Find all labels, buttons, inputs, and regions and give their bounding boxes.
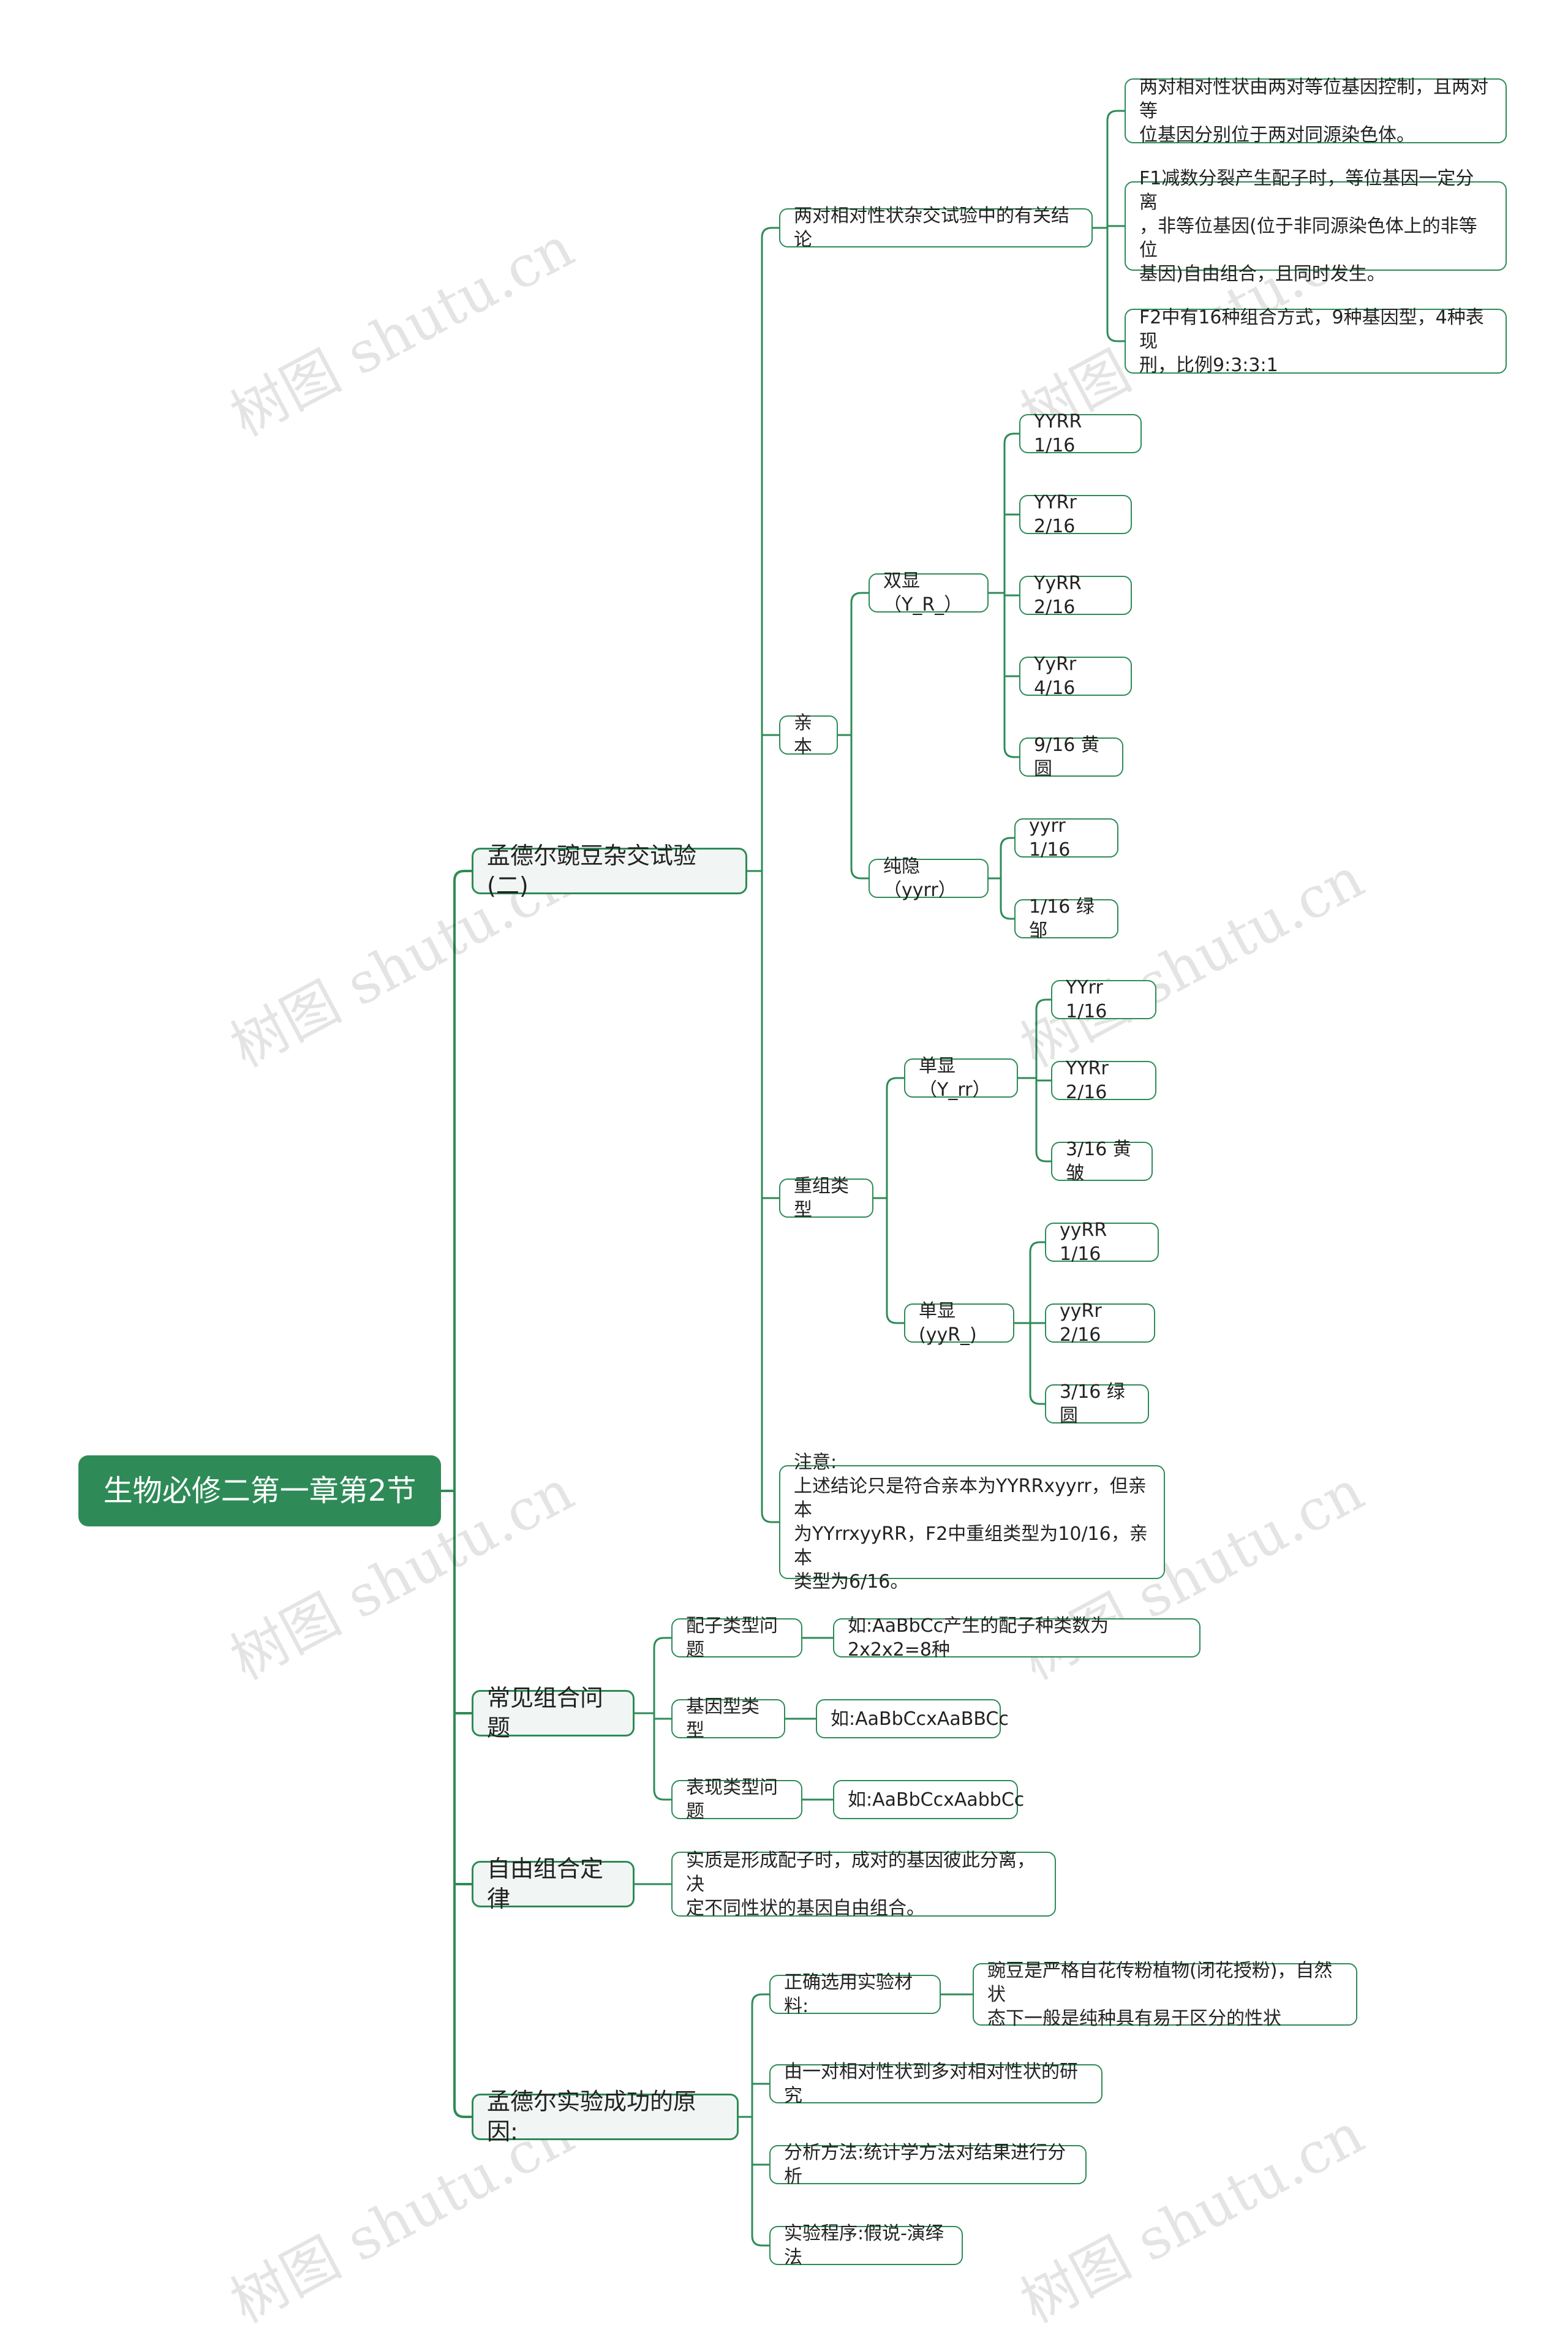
connector-line [737,1993,771,2247]
leaf-example[interactable]: 如:AaBbCc产生的配子种类数为2x2x2=8种 [833,1615,1200,1661]
topic-cross-conclusions[interactable]: 两对相对性状杂交试验中的有关结论 [779,205,1093,251]
leaf-phenotype-ratio[interactable]: 9/16 黄圆 [1019,734,1123,780]
topic-parental[interactable]: 亲本 [779,712,838,758]
connector-line [1013,1241,1046,1405]
connector-line [1091,110,1126,342]
leaf-conclusion-2[interactable]: F1减数分裂产生配子时，等位基因一定分离 ，非等位基因(位于非同源染色体上的非等… [1125,168,1507,285]
leaf-genotype-ratio[interactable]: YYRr 2/16 [1019,492,1132,537]
leaf-genotype-ratio[interactable]: YyRr 4/16 [1019,654,1132,699]
connector-line [1017,998,1052,1163]
connector-line [987,432,1020,758]
topic-single-dominant-r[interactable]: 单显(yyR_) [904,1300,1014,1346]
topic-genotype-types[interactable]: 基因型类型 [671,1696,785,1741]
topic-statistical-method[interactable]: 分析方法:统计学方法对结果进行分析 [769,2142,1087,2187]
topic-double-recessive[interactable]: 纯隐（yyrr） [869,856,989,901]
leaf-pea-description[interactable]: 豌豆是严格自花传粉植物(闭花授粉)，自然状 态下一般是纯种具有易于区分的性状 [973,1960,1357,2029]
leaf-law-essence[interactable]: 实质是形成配子时，成对的基因彼此分离，决 定不同性状的基因自由组合。 [671,1850,1056,1919]
note-block[interactable]: 注意: 上述结论只是符合亲本为YYRRxyyrr，但亲本 为YYrrxyyRR，… [779,1452,1165,1593]
topic-material-choice[interactable]: 正确选用实验材料: [769,1972,941,2017]
connector-line [872,1077,905,1324]
leaf-conclusion-1[interactable]: 两对相对性状由两对等位基因控制，且两对等 位基因分别位于两对同源染色体。 [1125,77,1507,146]
leaf-genotype-ratio[interactable]: YYRR 1/16 [1019,411,1142,456]
leaf-phenotype-ratio[interactable]: 3/16 绿圆 [1045,1381,1149,1427]
topic-gamete-types[interactable]: 配子类型问题 [671,1615,802,1661]
connector-line [440,870,473,2118]
leaf-genotype-ratio[interactable]: yyrr 1/16 [1014,815,1118,861]
leaf-genotype-ratio[interactable]: yyRR 1/16 [1045,1220,1159,1265]
branch-common-combination[interactable]: 常见组合问题 [472,1684,635,1741]
leaf-genotype-ratio[interactable]: yyRr 2/16 [1045,1300,1155,1346]
topic-single-dominant-y[interactable]: 单显（Y_rr） [904,1055,1018,1101]
root-topic[interactable]: 生物必修二第一章第2节 [78,1455,441,1526]
topic-recombinant[interactable]: 重组类型 [779,1175,873,1221]
leaf-example[interactable]: 如:AaBbCcxAaBBCc [816,1699,1009,1738]
leaf-conclusion-3[interactable]: F2中有16种组合方式，9种基因型，4种表现 刑，比例9:3:3:1 [1125,307,1507,376]
topic-double-dominant[interactable]: 双显（Y_R_） [869,570,989,616]
connector-line [633,1637,673,1801]
branch-success-reasons[interactable]: 孟德尔实验成功的原因: [472,2088,739,2145]
branch-mendel-cross-2[interactable]: 孟德尔豌豆杂交试验(二) [472,842,747,899]
leaf-genotype-ratio[interactable]: YYrr 1/16 [1051,977,1156,1022]
branch-independent-assortment[interactable]: 自由组合定律 [472,1855,635,1912]
connector-line [837,592,870,880]
topic-hypothetico-deductive[interactable]: 实验程序:假说-演绎法 [769,2223,963,2268]
connector-line [987,837,1016,920]
leaf-phenotype-ratio[interactable]: 3/16 黄皱 [1051,1139,1153,1184]
connector-line [746,227,780,1523]
leaf-genotype-ratio[interactable]: YyRR 2/16 [1019,573,1132,618]
leaf-genotype-ratio[interactable]: YYRr 2/16 [1051,1058,1156,1103]
topic-phenotype-types[interactable]: 表现类型问题 [671,1777,802,1822]
topic-one-to-many-traits[interactable]: 由一对相对性状到多对相对性状的研究 [769,2061,1102,2106]
leaf-example[interactable]: 如:AaBbCcxAabbCc [833,1780,1024,1819]
leaf-phenotype-ratio[interactable]: 1/16 绿邹 [1014,896,1118,941]
